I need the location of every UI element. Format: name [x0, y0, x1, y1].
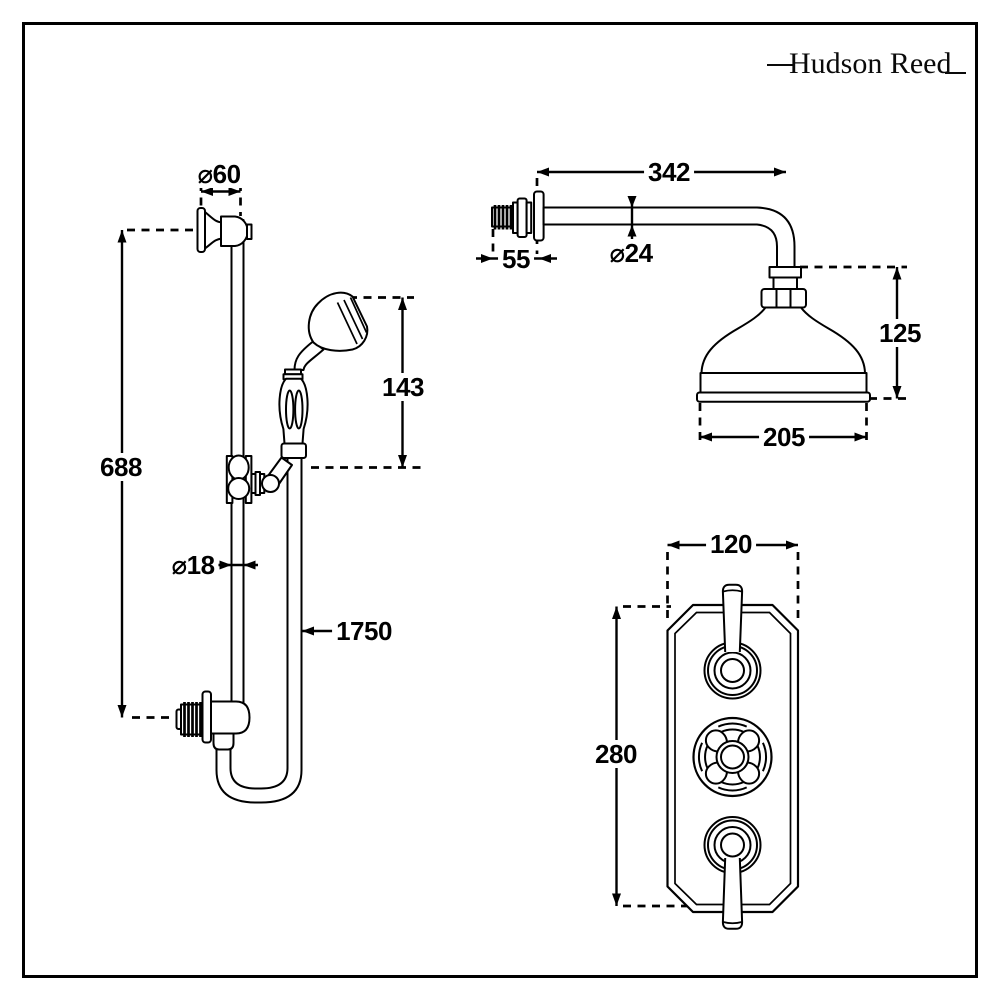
dim-arm-reach: 342: [644, 158, 694, 186]
dim-fixing-centres: 688: [96, 453, 146, 481]
bottom-wall-bracket: [175, 690, 251, 751]
valve-plate-inner: [674, 611, 792, 906]
shower-hose: [215, 458, 303, 804]
concealed-valve-drawing: [666, 583, 800, 930]
logo-left-rule: [767, 63, 794, 67]
drawing-border: [22, 22, 978, 978]
dim-valve-height: 280: [591, 740, 641, 768]
dim-valve-width: 120: [706, 530, 756, 558]
dim-head-height: 125: [875, 319, 925, 347]
head-connector: [760, 266, 807, 309]
crosshead-control: [692, 716, 773, 798]
wall-fitting: [491, 190, 545, 242]
dim-wall-depth: 55: [498, 245, 534, 273]
shower-arm: [542, 206, 796, 268]
fixed-shower-head: [696, 306, 871, 403]
handset-neck: [293, 340, 325, 371]
logo-right-rule: [945, 71, 967, 74]
dim-hose-length: 1750: [332, 617, 396, 645]
logo-text: Hudson Reed: [789, 47, 952, 80]
handset: [278, 291, 369, 459]
slider-bracket: [225, 454, 293, 504]
dim-rail-diameter: ⌀18: [167, 551, 219, 579]
top-wall-bracket: [196, 207, 253, 253]
slide-rail-kit-drawing: [175, 207, 369, 804]
dim-handset-length: 143: [378, 373, 428, 401]
handset-spray-head: [307, 291, 369, 352]
bottom-lever-control: [703, 816, 762, 930]
dim-arm-diameter: ⌀24: [605, 239, 657, 267]
shower-arm-head-drawing: [491, 190, 871, 403]
brand-logo: Hudson Reed: [767, 47, 967, 81]
dim-head-diameter: 205: [759, 423, 809, 451]
dim-bracket-diameter: ⌀60: [193, 160, 245, 188]
top-lever-control: [703, 583, 762, 700]
